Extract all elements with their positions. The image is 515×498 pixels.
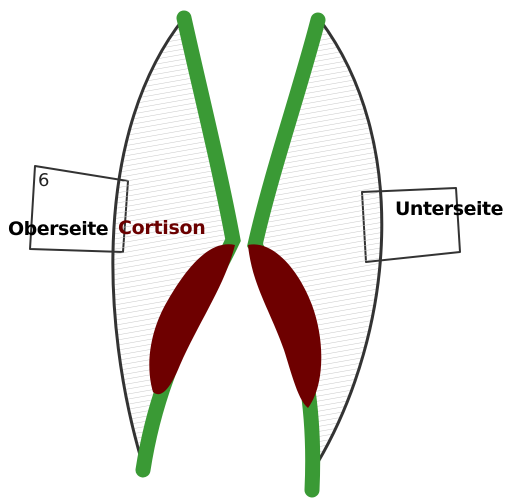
figure-number-label: 6 (38, 172, 49, 190)
lower-side-label: Unterseite (395, 200, 503, 219)
left-lens-half (113, 18, 233, 462)
right-lens-half (255, 20, 382, 462)
upper-side-label: Oberseite (8, 220, 108, 239)
cortison-label: Cortison (118, 219, 205, 238)
